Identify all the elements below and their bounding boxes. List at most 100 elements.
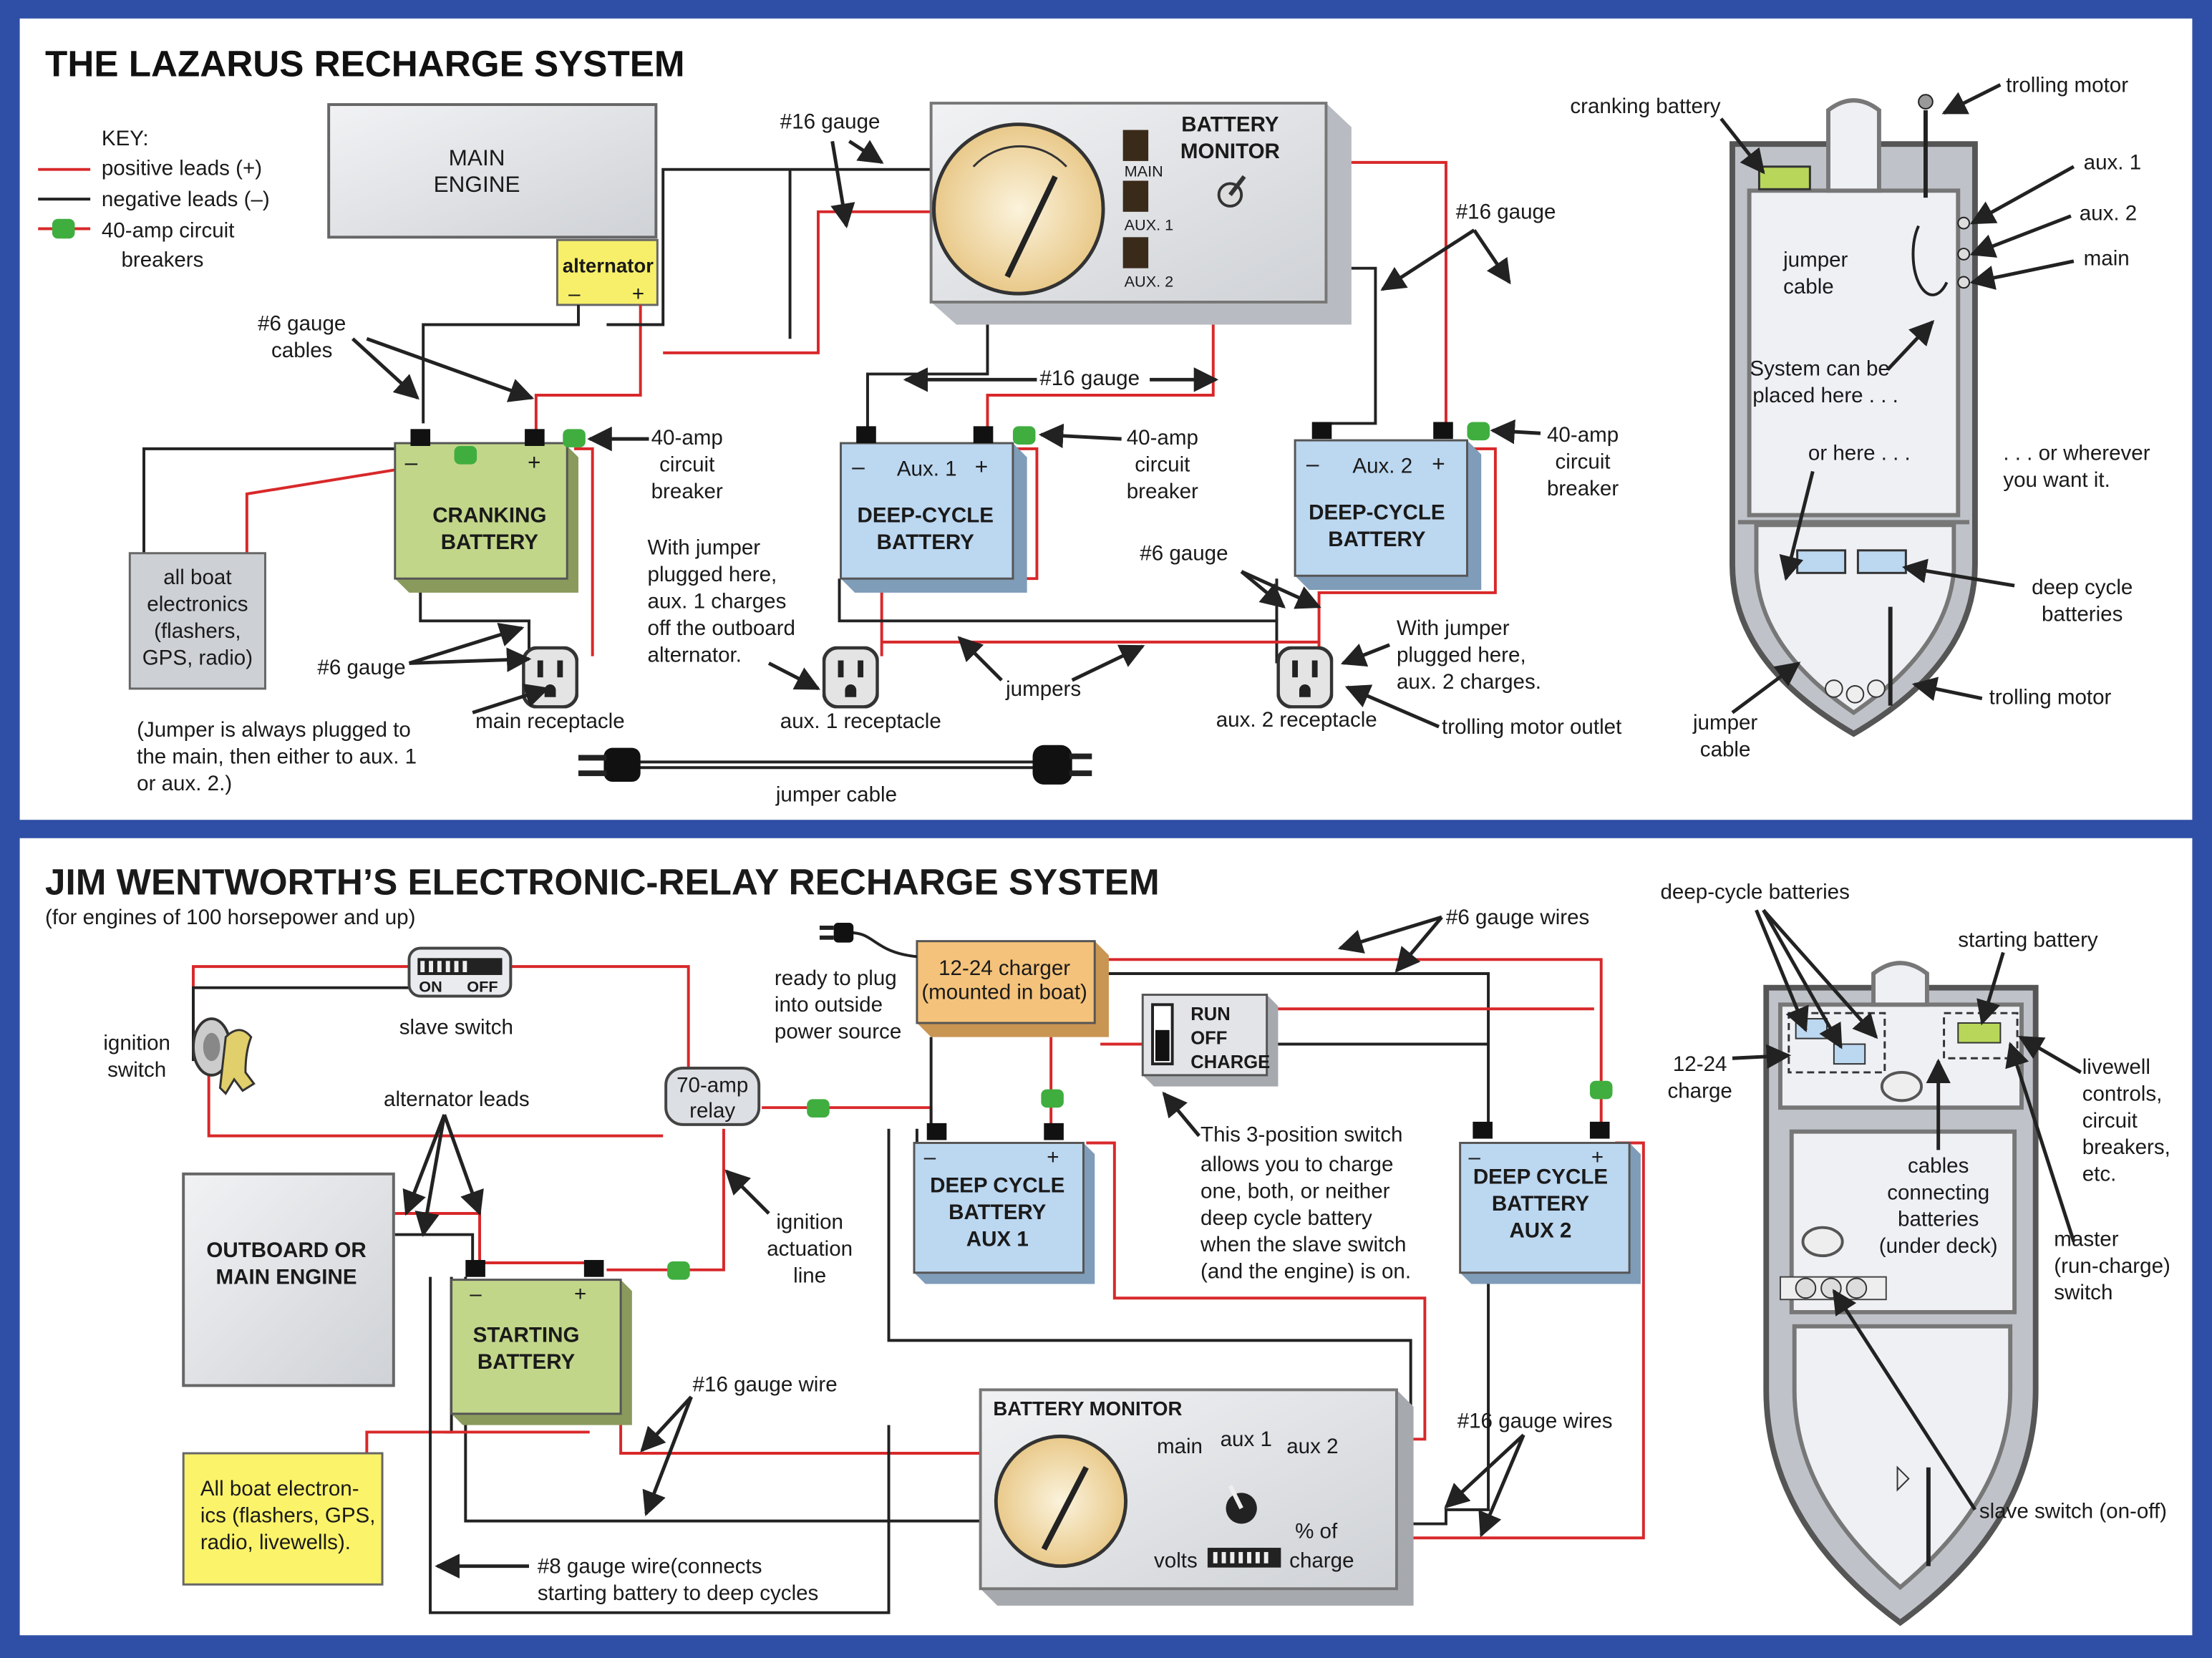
bottom-electronics-2: ics (flashers, GPS, bbox=[200, 1504, 376, 1528]
monitor-bottom-volts: volts bbox=[1154, 1549, 1198, 1573]
breaker-3-line-3: breaker bbox=[1547, 477, 1619, 500]
svg-text:–: – bbox=[852, 453, 865, 479]
deep-cycle-aux2-label-1: DEEP-CYCLE bbox=[1309, 500, 1445, 524]
boat1-wherever-1: . . . or wherever bbox=[2003, 442, 2150, 465]
monitor-aux1: AUX. 1 bbox=[1125, 215, 1174, 233]
ignition-line-2: actuation bbox=[767, 1237, 853, 1261]
engine-box bbox=[182, 1172, 395, 1387]
aux2-label: Aux. 2 bbox=[1352, 454, 1412, 477]
boat2-slave-switch: slave switch (on-off) bbox=[1979, 1500, 2167, 1523]
note-aux1-4: off the outboard bbox=[648, 616, 795, 640]
deep-cycle-aux2-bottom: – + DEEP CYCLE BATTERY AUX 2 bbox=[1459, 1121, 1641, 1284]
boat1-arrows bbox=[1719, 83, 2075, 714]
breaker-2-line-1: 40-amp bbox=[1127, 426, 1198, 450]
top-title: THE LAZARUS RECHARGE SYSTEM bbox=[45, 44, 685, 84]
deep-aux1-label-2: BATTERY bbox=[949, 1201, 1047, 1224]
boat2-livewell-3: circuit bbox=[2082, 1109, 2138, 1133]
boat2-livewell-5: etc. bbox=[2082, 1163, 2117, 1186]
main-engine-label-1: MAIN bbox=[449, 145, 505, 170]
gauge8-wire-1: #8 gauge wire(connects bbox=[538, 1555, 762, 1579]
monitor-bottom-aux1: aux 1 bbox=[1221, 1427, 1272, 1451]
charger-label-1: 12-24 charger bbox=[938, 956, 1070, 980]
boat2-cables-3: batteries bbox=[1898, 1208, 1979, 1231]
monitor-bottom-scale bbox=[1207, 1548, 1281, 1568]
breaker-1-line-1: 40-amp bbox=[651, 426, 723, 450]
svg-text:–: – bbox=[924, 1145, 936, 1169]
monitor-main: MAIN bbox=[1125, 163, 1163, 180]
note-jumper-1: (Jumper is always plugged to bbox=[137, 718, 411, 742]
deep-cycle-aux1-bottom: – + DEEP CYCLE BATTERY AUX 1 bbox=[913, 1123, 1095, 1284]
deep-cycle-aux2-top: – Aux. 2 + DEEP-CYCLE BATTERY bbox=[1294, 422, 1482, 590]
switch-note-5: when the slave switch bbox=[1200, 1233, 1406, 1256]
key-negative: negative leads (–) bbox=[102, 188, 270, 211]
key-breaker-icon bbox=[52, 218, 75, 239]
boat2-starting-battery-label: starting battery bbox=[1958, 929, 2098, 952]
note-aux1-1: With jumper bbox=[648, 536, 761, 560]
plug-icon bbox=[819, 923, 918, 959]
note-aux1-3: aux. 1 charges bbox=[648, 590, 787, 614]
gauge6-wires-label: #6 gauge wires bbox=[1446, 906, 1589, 929]
boat2-cables-4: (under deck) bbox=[1879, 1234, 1998, 1258]
boat1-cranking-label: cranking battery bbox=[1570, 94, 1720, 118]
breaker-1-line-2: circuit bbox=[659, 452, 714, 476]
electronics-line-1: all boat bbox=[163, 566, 231, 589]
breaker-main bbox=[563, 429, 586, 447]
bottom-title: JIM WENTWORTH’S ELECTRONIC-RELAY RECHARG… bbox=[45, 862, 1160, 903]
ignition-switch-icon bbox=[192, 1017, 256, 1095]
boat1-aux1: aux. 1 bbox=[2084, 151, 2142, 175]
alternator-label: alternator bbox=[563, 255, 654, 277]
boat1-deep-battery-1 bbox=[1796, 549, 1847, 574]
boat2-charge-1: 12-24 bbox=[1673, 1052, 1727, 1076]
breaker-starting bbox=[667, 1261, 690, 1280]
breaker-cranking bbox=[454, 445, 477, 465]
boat-top-view-1 bbox=[1730, 94, 1978, 737]
note-aux1-2: plugged here, bbox=[648, 563, 777, 586]
breaker-2-line-3: breaker bbox=[1127, 480, 1198, 503]
switch-off: OFF bbox=[467, 978, 498, 996]
deep-aux2-label-2: BATTERY bbox=[1492, 1192, 1590, 1216]
boat1-trolling-bottom: trolling motor bbox=[1989, 686, 2112, 709]
monitor-bottom-aux2: aux 2 bbox=[1286, 1435, 1338, 1458]
svg-text:+: + bbox=[574, 1282, 586, 1306]
aux2-receptacle-icon bbox=[1278, 648, 1331, 707]
electronics-line-2: electronics bbox=[147, 593, 248, 616]
battery-monitor-bottom: BATTERY MONITOR main aux 1 aux 2 volts %… bbox=[979, 1388, 1414, 1606]
key-breakers-1: 40-amp circuit bbox=[102, 218, 235, 242]
monitor-aux2: AUX. 2 bbox=[1125, 272, 1174, 290]
breaker-3-line-1: 40-amp bbox=[1547, 423, 1619, 447]
svg-text:–: – bbox=[470, 1282, 482, 1306]
bottom-subtitle: (for engines of 100 horsepower and up) bbox=[45, 906, 415, 929]
deep-cycle-aux1-label-1: DEEP-CYCLE bbox=[858, 503, 994, 527]
breaker-aux1 bbox=[1012, 426, 1036, 445]
cranking-battery-label-1: CRANKING bbox=[432, 503, 546, 527]
monitor-dial bbox=[932, 122, 1105, 296]
boat2-deep-cycle: deep-cycle batteries bbox=[1660, 881, 1849, 904]
gauge16-a: #16 gauge bbox=[780, 110, 881, 134]
ignition-line-1: ignition bbox=[776, 1211, 843, 1234]
ignition-switch-label-2: switch bbox=[107, 1058, 166, 1082]
boat1-deep-cycle-1: deep cycle bbox=[2032, 576, 2133, 599]
boat1-system-1: System can be bbox=[1750, 357, 1889, 380]
aux1-receptacle-label: aux. 1 receptacle bbox=[780, 709, 941, 733]
main-engine-label-2: ENGINE bbox=[434, 171, 520, 197]
note-aux2-3: aux. 2 charges. bbox=[1397, 670, 1541, 694]
monitor-bottom-main: main bbox=[1157, 1435, 1203, 1458]
key: KEY: positive leads (+) negative leads (… bbox=[38, 127, 270, 272]
boat2-starting-battery bbox=[1957, 1022, 2002, 1044]
gauge6-a: #6 gauge bbox=[317, 656, 405, 679]
gauge16-c: #16 gauge bbox=[1039, 367, 1140, 390]
boat2-deep-battery-2 bbox=[1833, 1043, 1866, 1065]
gauge6-b: #6 gauge bbox=[1140, 542, 1228, 566]
boat1-system-2: placed here . . . bbox=[1752, 384, 1898, 407]
trolling-outlet-label: trolling motor outlet bbox=[1442, 715, 1621, 739]
boat1-jumper-cable-2: cable bbox=[1783, 275, 1834, 299]
boat1-deep-cycle-2: batteries bbox=[2042, 602, 2123, 626]
boat2-livewell-2: controls, bbox=[2082, 1082, 2163, 1105]
starting-battery-label-2: BATTERY bbox=[477, 1350, 576, 1374]
switch-off-label: OFF bbox=[1190, 1029, 1227, 1049]
boat1-wherever-2: you want it. bbox=[2003, 468, 2110, 492]
alternator-terminals: – bbox=[568, 282, 581, 306]
deep-cycle-aux2-label-2: BATTERY bbox=[1328, 528, 1426, 551]
boat2-master-3: switch bbox=[2054, 1281, 2112, 1304]
